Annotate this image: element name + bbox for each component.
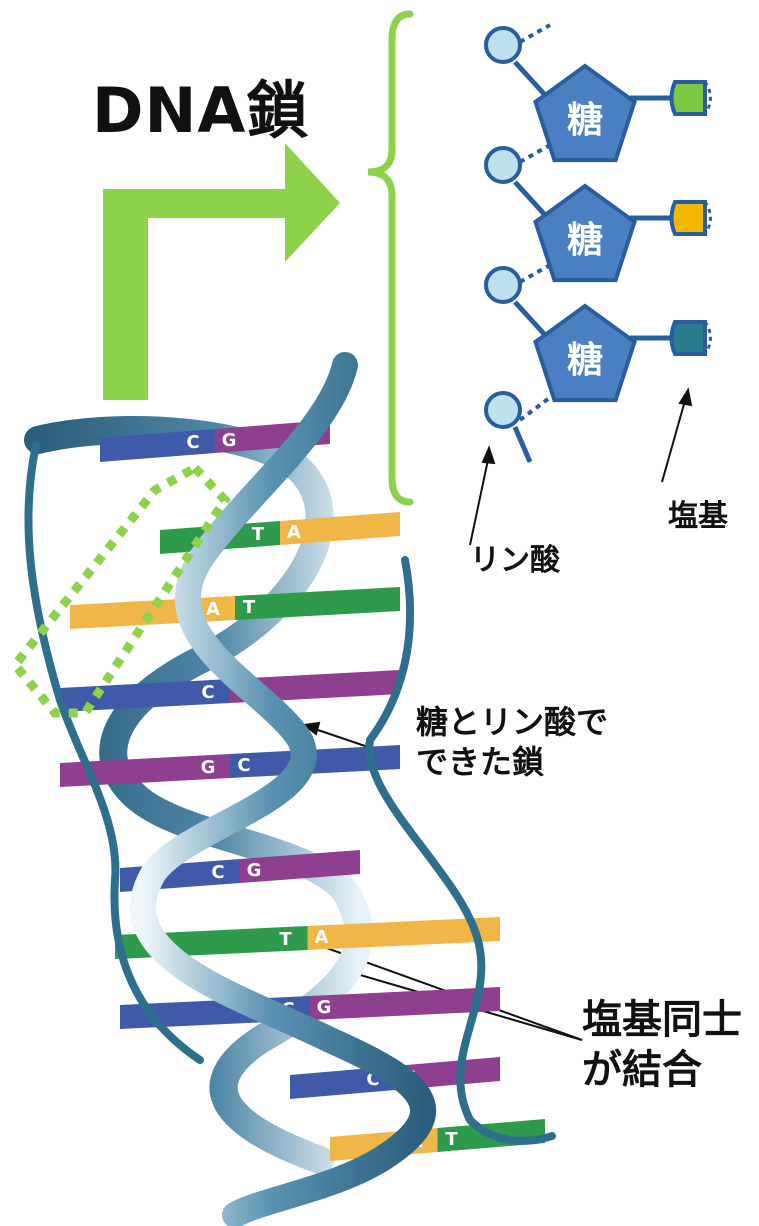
base-left-bar — [60, 679, 230, 712]
backbone-label: 糖とリン酸で できた鎖 — [416, 703, 609, 781]
phosphate-label: リン酸 — [470, 543, 560, 578]
phosphate-sugar-bond — [513, 60, 547, 97]
phosphate-sugar-bond — [513, 180, 547, 217]
base-letter-left: G — [201, 757, 216, 778]
base-open-end — [703, 321, 712, 355]
nucleotide: 糖 — [484, 143, 712, 283]
helix-backbone-back — [24, 416, 373, 1174]
phosphate-circle-icon — [484, 391, 522, 429]
base-open-end — [703, 81, 712, 115]
base-letter-left: C — [211, 862, 224, 883]
base-block-icon — [669, 200, 707, 236]
base-open-end — [703, 201, 712, 235]
helix-backbone-left — [24, 441, 204, 1064]
sugar-label: 糖 — [567, 100, 603, 141]
base-letter-left: T — [279, 929, 292, 950]
base-letter-left: A — [206, 599, 220, 620]
nucleotide: 糖 — [484, 23, 712, 163]
chain-link-dots — [519, 263, 551, 284]
base-left-bar — [60, 754, 230, 787]
chain-link-dots — [519, 143, 551, 164]
helix-backbone-front — [130, 352, 436, 1226]
base-left-bar — [100, 429, 215, 462]
base-label: 塩基 — [668, 499, 728, 534]
base-letter-right: A — [287, 522, 301, 543]
phosphate-sugar-bond — [513, 300, 547, 337]
base-letter-left: T — [252, 524, 265, 545]
base-letter-right: G — [317, 997, 332, 1018]
base-letter-right: T — [445, 1129, 458, 1150]
nucleotide: 糖 — [484, 263, 712, 403]
base-letter-right: G — [222, 430, 237, 451]
base-letter-right: A — [315, 927, 329, 948]
nucleotide-chain: 糖糖糖 — [484, 23, 712, 463]
green-arrow-icon — [103, 143, 340, 400]
base-letter-right: G — [247, 860, 262, 881]
base-letter-right: C — [237, 755, 250, 776]
phosphate-circle-icon — [484, 26, 522, 64]
base-block-icon — [669, 320, 707, 356]
base-letter-right: T — [243, 597, 256, 618]
curly-bracket-icon — [367, 10, 414, 506]
base-right-bar — [240, 850, 360, 883]
sugar-pentagon-icon — [533, 303, 637, 403]
base-letter-left: C — [186, 432, 199, 453]
phosphate-circle-icon — [484, 266, 522, 304]
base-pairing-label: 塩基同士 が結合 — [582, 997, 742, 1093]
highlight-dotted-outline — [9, 462, 231, 718]
base-block-icon — [669, 80, 707, 116]
base-right-bar — [280, 512, 400, 545]
sugar-label: 糖 — [567, 340, 603, 381]
nucleotide-tail — [484, 391, 554, 463]
base-right-bar — [307, 917, 500, 950]
phosphate-circle-icon — [484, 146, 522, 184]
base-right-bar — [310, 987, 500, 1020]
base-left-bar — [290, 1066, 395, 1099]
diagram-title: DNA鎖 — [92, 74, 310, 147]
sugar-pentagon-icon — [533, 63, 637, 163]
base-right-bar — [235, 587, 400, 620]
helix-backbone-right — [365, 556, 556, 1145]
base-letter-left: C — [201, 682, 214, 703]
sugar-label: 糖 — [567, 220, 603, 261]
chain-link-dots — [519, 23, 551, 44]
sugar-pentagon-icon — [533, 183, 637, 283]
